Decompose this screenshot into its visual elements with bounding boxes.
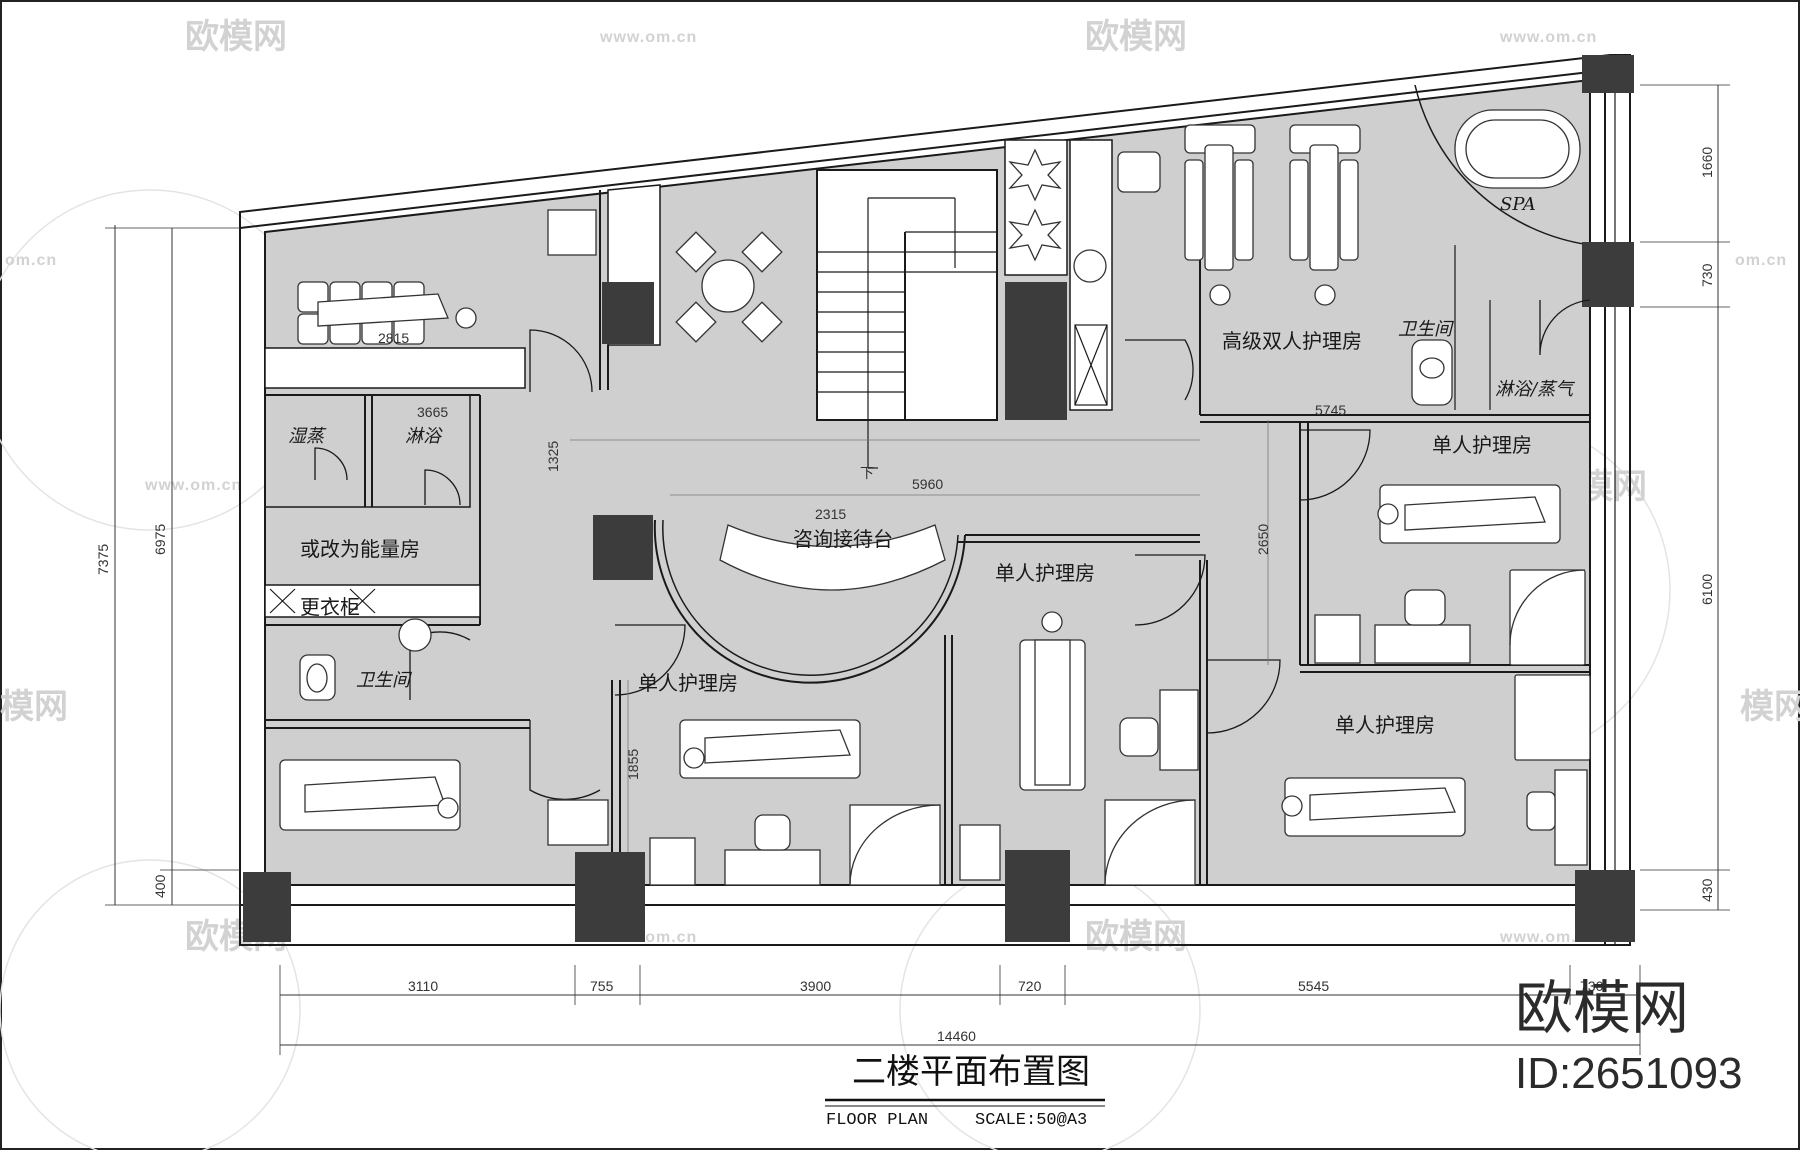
dim-label: 3900: [800, 978, 831, 994]
massage-bed: [297, 281, 477, 345]
watermark-brand: 欧模网: [185, 17, 287, 57]
dim-label: 6100: [1699, 574, 1715, 605]
dim-label: 6975: [152, 524, 168, 555]
shower-stall: [849, 804, 941, 886]
chair: [1119, 717, 1159, 757]
chair: [1526, 791, 1556, 831]
room-label-dual-care: 高级双人护理房: [1222, 329, 1362, 353]
cabinet: [1314, 614, 1361, 664]
dim-label: 2315: [815, 506, 846, 522]
room-label-single-care: 单人护理房: [638, 671, 738, 695]
desk: [1159, 689, 1199, 771]
massage-bed: [1377, 484, 1561, 544]
brand-name: 欧模网: [1515, 974, 1689, 1042]
watermark-brand: 模网: [1740, 687, 1800, 727]
massage-bed: [1019, 611, 1086, 791]
chair: [1404, 589, 1446, 626]
reception-desk: [719, 524, 946, 591]
shower-stall: [1104, 799, 1196, 886]
locker-cabinet: [269, 588, 376, 614]
massage-bed: [279, 759, 461, 831]
round-table-set: [675, 231, 783, 343]
columns: [243, 55, 1635, 942]
spa-bathtub: [1454, 109, 1581, 189]
dim-label: 1855: [625, 749, 641, 780]
squat-toilet: [299, 654, 336, 701]
sink: [1073, 249, 1107, 283]
room-label-wet-steam: 湿蒸: [288, 426, 327, 447]
watermark-brand: 欧模网: [1085, 917, 1187, 957]
room-label-single-care: 单人护理房: [1432, 433, 1532, 457]
massage-bed: [1281, 777, 1466, 837]
cabinet: [959, 824, 1001, 881]
dim-label: 755: [590, 978, 614, 994]
desk: [724, 849, 821, 886]
watermark-url: www.om.cn: [1499, 29, 1597, 46]
watermark-url: www.om.cn: [144, 477, 242, 494]
shower-stall: [1509, 569, 1591, 761]
watermark-url: www.om.cn: [599, 29, 697, 46]
room-labels: 高级双人护理房 SPA 卫生间 淋浴/蒸气 单人护理房 单人护理房 单人护理房 …: [288, 194, 1575, 737]
room-label-locker: 更衣柜: [300, 595, 360, 619]
title-block: 二楼平面布置图 FLOOR PLAN SCALE:50@A3: [825, 1052, 1105, 1130]
dim-label: 3665: [417, 404, 448, 420]
armchair: [547, 209, 597, 256]
room-label-shower-steam: 淋浴/蒸气: [1495, 379, 1575, 400]
dim-label: 400: [152, 874, 168, 898]
outer-dimensions: 7375 6975 400 1660 730 6100 430 3110 755…: [95, 84, 1730, 1055]
cabinet: [1554, 769, 1588, 866]
room-label-spa: SPA: [1500, 194, 1536, 215]
dim-label: 5960: [912, 476, 943, 492]
dim-label: 1660: [1699, 147, 1715, 178]
dim-label: 730: [1580, 978, 1604, 994]
dim-label-total: 14460: [937, 1028, 976, 1044]
furniture: [269, 109, 1591, 886]
sink: [398, 618, 432, 652]
room-label-toilet: 卫生间: [1398, 319, 1454, 340]
room-label-energy-room: 或改为能量房: [300, 537, 420, 561]
watermark-url: www.om.cn: [1499, 929, 1597, 946]
stair-down-label: 下: [860, 465, 874, 481]
dim-label: 7375: [95, 544, 111, 575]
chair: [754, 814, 791, 851]
watermark-brand: 欧模网: [1085, 17, 1187, 57]
watermark-url: om.cn: [1735, 252, 1787, 269]
dim-label: 5745: [1315, 402, 1346, 418]
drawing-title: 二楼平面布置图: [852, 1052, 1090, 1092]
drawing-scale: SCALE:50@A3: [975, 1111, 1087, 1130]
dim-label: 720: [1018, 978, 1042, 994]
massage-bed: [679, 719, 861, 779]
room-label-single-care: 单人护理房: [1335, 713, 1435, 737]
dim-label: 730: [1699, 263, 1715, 287]
massage-bed-double: [1184, 124, 1361, 306]
interior-dimensions: 2815 3665 1325 5960 2315 5745 2650 1855: [378, 330, 1346, 852]
plant-decor: [1008, 148, 1062, 262]
building-shell: [239, 54, 1631, 946]
toilet: [1411, 339, 1453, 406]
armchair: [1117, 151, 1161, 193]
cabinet: [547, 799, 609, 846]
brand-id: ID:2651093: [1515, 1049, 1743, 1098]
brand-block: 欧模网 ID:2651093: [1515, 974, 1743, 1098]
watermark-url: om.cn: [5, 252, 57, 269]
room-label-reception: 咨询接待台: [793, 527, 893, 551]
dim-label: 2815: [378, 330, 409, 346]
watermark-brand: 模网: [0, 687, 68, 727]
staircase: [817, 197, 997, 469]
dim-label: 3110: [408, 978, 438, 994]
dim-label: 1325: [545, 441, 561, 472]
dim-label: 5545: [1298, 978, 1329, 994]
dim-label: 430: [1699, 878, 1715, 902]
drawing-title-en: FLOOR PLAN: [826, 1111, 928, 1130]
desk: [1374, 624, 1471, 664]
room-label-toilet: 卫生间: [356, 670, 412, 691]
dim-label: 2650: [1255, 524, 1271, 555]
cabinet: [649, 837, 696, 886]
room-label-shower: 淋浴: [405, 426, 443, 447]
room-label-single-care: 单人护理房: [995, 561, 1095, 585]
